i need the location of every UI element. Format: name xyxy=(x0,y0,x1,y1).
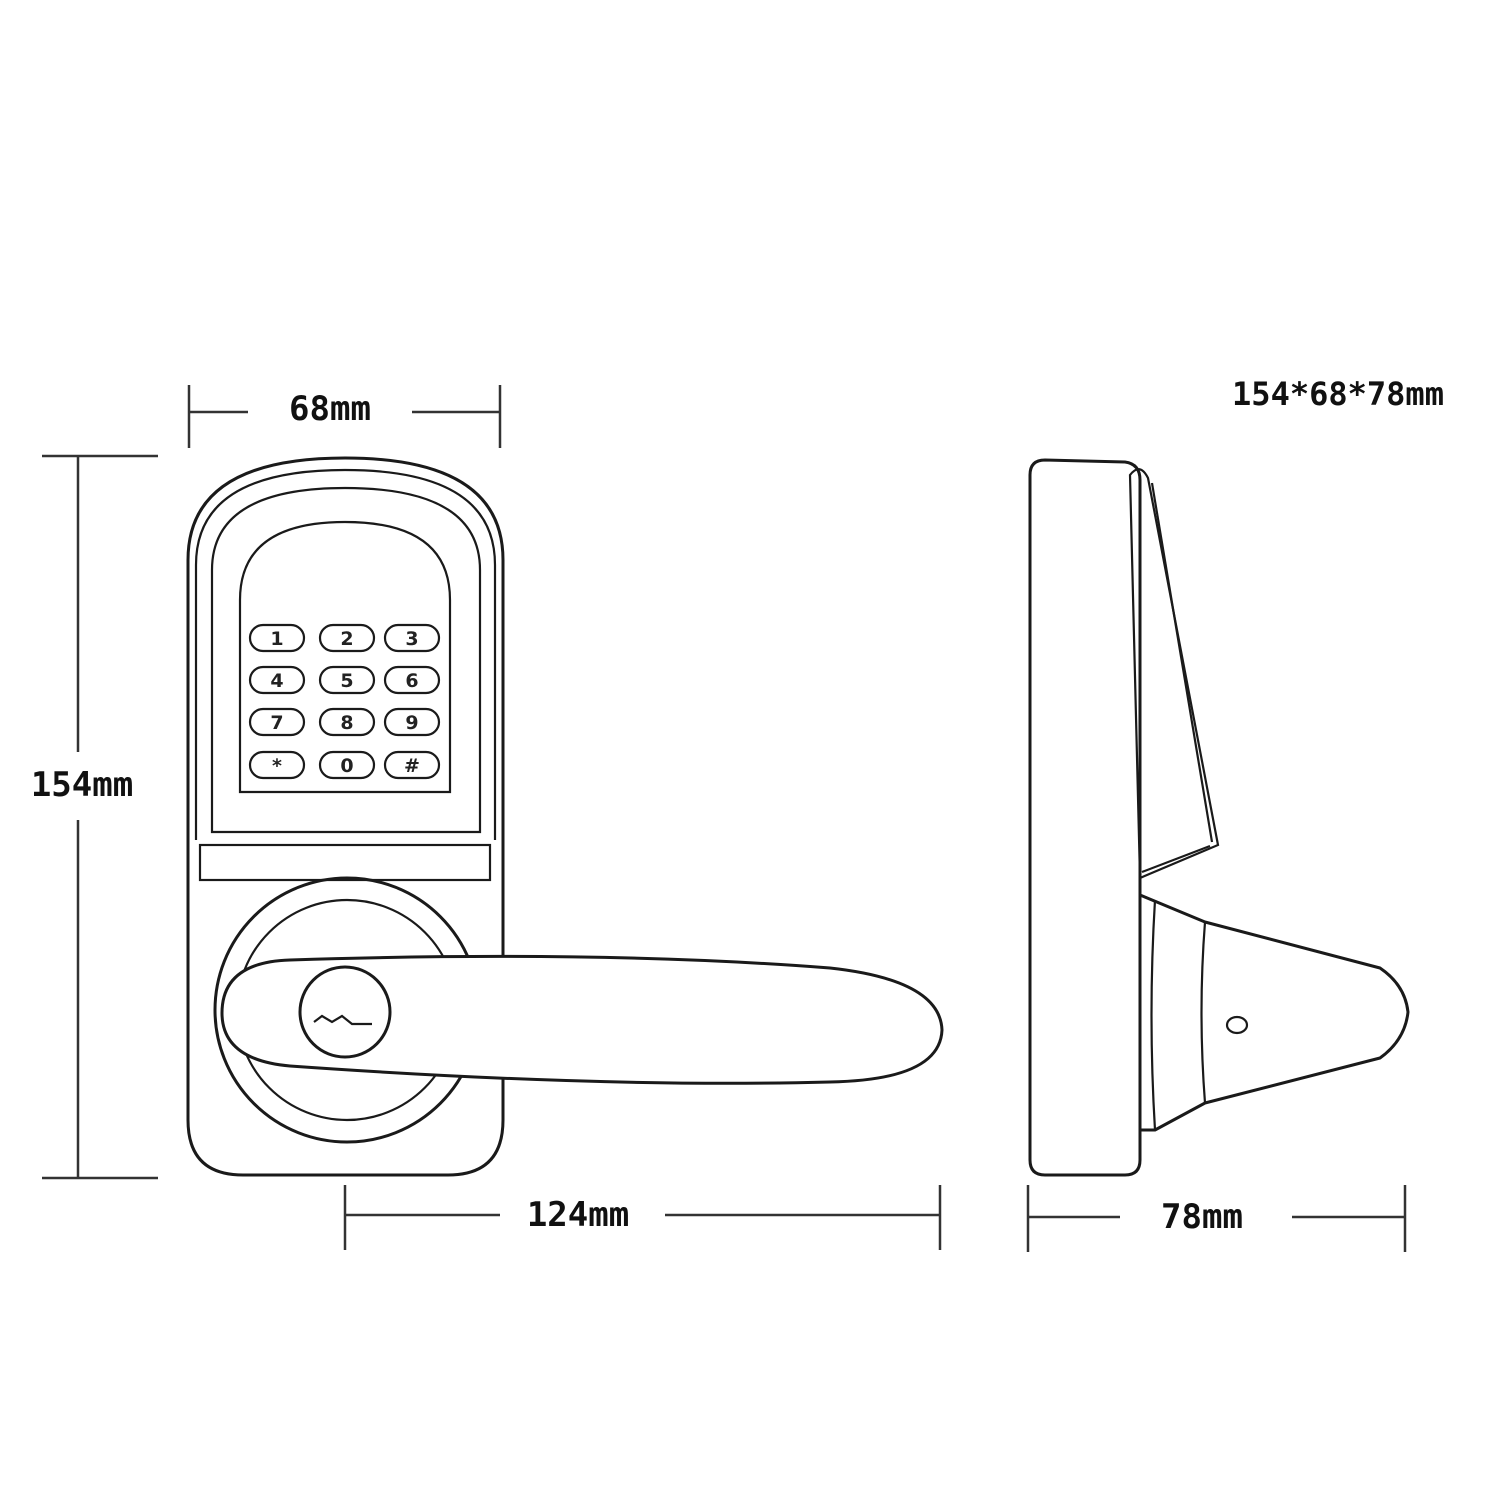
depth-dimension: 78mm xyxy=(1026,1185,1407,1252)
height-label: 154mm xyxy=(31,765,133,805)
lever-length-label: 124mm xyxy=(527,1195,629,1235)
key-label: 7 xyxy=(270,712,283,734)
keypad-housing-side xyxy=(1128,468,1220,880)
keypad-key[interactable]: 2 xyxy=(318,623,376,653)
band xyxy=(198,843,492,882)
key-label: 2 xyxy=(340,628,353,650)
key-outline xyxy=(318,707,376,737)
lever-handle xyxy=(220,954,944,1085)
keypad-key[interactable]: 3 xyxy=(383,623,441,653)
screw-hole xyxy=(1225,1015,1249,1035)
key-label: 4 xyxy=(270,670,283,692)
keypad-panel xyxy=(238,520,452,794)
lever-side xyxy=(1138,893,1410,1132)
key-label: 8 xyxy=(340,712,353,734)
keypad-key[interactable]: 5 xyxy=(318,665,376,695)
key-outline xyxy=(383,750,441,780)
keypad-key[interactable]: 0 xyxy=(318,750,376,780)
width-label: 68mm xyxy=(289,389,371,429)
keypad-frame xyxy=(210,486,482,834)
keypad-key[interactable]: 9 xyxy=(383,707,441,737)
key-outline xyxy=(248,750,306,780)
keyhole-icon xyxy=(313,1014,372,1026)
width-dimension: 68mm xyxy=(187,385,502,448)
key-label: * xyxy=(272,755,282,777)
front-view: 1 2 3 4 5 6 7 8 9 * 0 # xyxy=(186,456,944,1177)
keypad-key[interactable]: 8 xyxy=(318,707,376,737)
depth-label: 78mm xyxy=(1161,1197,1243,1237)
key-label: # xyxy=(404,755,420,777)
lock-body-outline xyxy=(186,456,505,1177)
key-outline xyxy=(248,623,306,653)
side-view xyxy=(1028,458,1410,1177)
height-dimension: 154mm xyxy=(31,454,158,1180)
keypad-key[interactable]: * xyxy=(248,750,306,780)
key-outline xyxy=(383,665,441,695)
key-cylinder xyxy=(298,965,392,1059)
keypad-key[interactable]: 1 xyxy=(248,623,306,653)
keypad-key[interactable]: 7 xyxy=(248,707,306,737)
overall-size-label: 154*68*78mm xyxy=(1232,375,1444,413)
keypad-key[interactable]: 6 xyxy=(383,665,441,695)
key-label: 6 xyxy=(405,670,418,692)
key-outline xyxy=(383,623,441,653)
keypad-keys: 1 2 3 4 5 6 7 8 9 * 0 # xyxy=(248,623,441,780)
key-label: 1 xyxy=(270,628,283,650)
back-plate xyxy=(1028,458,1142,1177)
key-label: 3 xyxy=(405,628,418,650)
key-outline xyxy=(318,665,376,695)
keypad-key[interactable]: 4 xyxy=(248,665,306,695)
key-outline xyxy=(248,707,306,737)
key-outline xyxy=(318,623,376,653)
key-label: 9 xyxy=(405,712,418,734)
key-outline xyxy=(248,665,306,695)
key-outline xyxy=(383,707,441,737)
key-label: 0 xyxy=(340,755,353,777)
keypad-key[interactable]: # xyxy=(383,750,441,780)
key-outline xyxy=(318,750,376,780)
key-label: 5 xyxy=(340,670,353,692)
lever-length-dimension: 124mm xyxy=(343,1185,942,1250)
